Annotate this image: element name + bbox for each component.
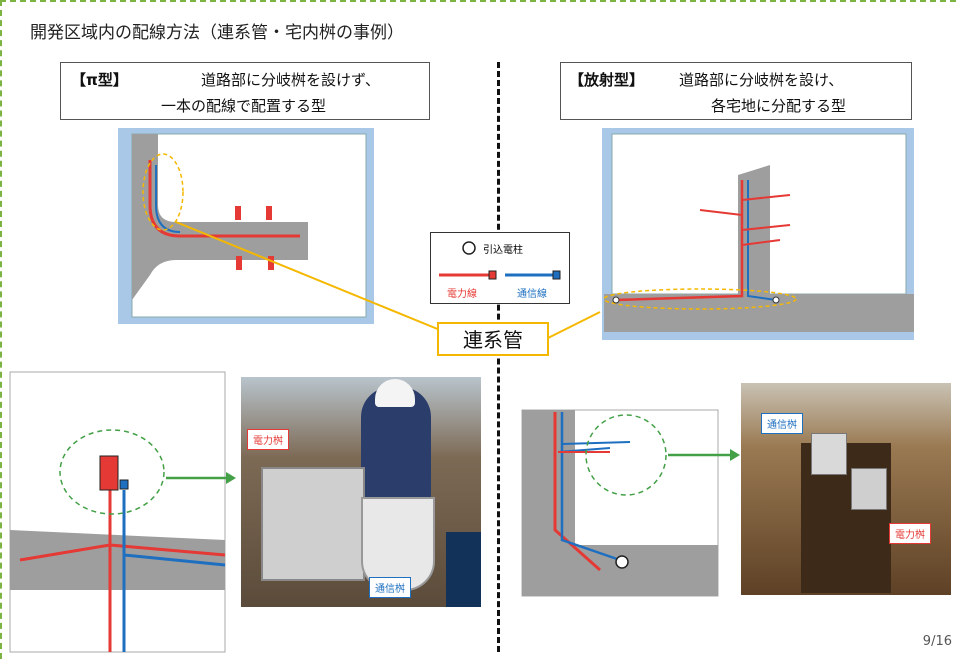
center-divider: [497, 62, 500, 652]
power-box-photo-right: [851, 468, 887, 510]
legend-box: 引込電柱 電力線 通信線: [430, 232, 570, 304]
pi-type-line1: 道路部に分岐桝を設けず、: [201, 71, 380, 89]
pole-icon: [462, 241, 476, 255]
zoom-left-diagram: [9, 371, 236, 653]
photo-right-comm-tag: 通信桝: [761, 413, 803, 434]
photo-right-power-tag: 電力桝: [889, 523, 931, 544]
page-number: 9/16: [922, 634, 952, 649]
radial-type-box: 【放射型】 道路部に分岐桝を設け、 各宅地に分配する型: [560, 62, 912, 120]
connector-label: 連系管: [437, 322, 549, 356]
pi-type-label: 【π型】: [71, 71, 128, 89]
power-box-photo: [261, 467, 365, 581]
helmet: [375, 379, 415, 407]
legend-comm-label: 通信線: [517, 289, 547, 300]
legend-graphics: [439, 241, 561, 280]
pi-type-line2: 一本の配線で配置する型: [161, 97, 327, 115]
legend-pole-label: 引込電柱: [483, 245, 523, 256]
photo-left-power-tag: 電力桝: [247, 429, 289, 450]
legend-power-label: 電力線: [447, 289, 477, 300]
dark-panel: [446, 532, 481, 607]
zoom-right-diagram: [521, 409, 740, 597]
pi-type-map: [118, 128, 374, 324]
photo-right: 通信桝 電力桝: [741, 383, 951, 595]
comm-box-photo-right: [811, 433, 847, 475]
radial-type-map: [602, 128, 914, 340]
photo-left-comm-tag: 通信桝: [369, 577, 411, 598]
pi-type-box: 【π型】 道路部に分岐桝を設けず、 一本の配線で配置する型: [60, 62, 430, 120]
slide-title: 開発区域内の配線方法（連系管・宅内桝の事例）: [30, 23, 404, 43]
radial-type-line1: 道路部に分岐桝を設け、: [679, 71, 844, 89]
radial-type-label: 【放射型】: [569, 71, 645, 89]
photo-left: 電力桝 通信桝: [241, 377, 481, 607]
radial-type-line2: 各宅地に分配する型: [711, 97, 847, 115]
